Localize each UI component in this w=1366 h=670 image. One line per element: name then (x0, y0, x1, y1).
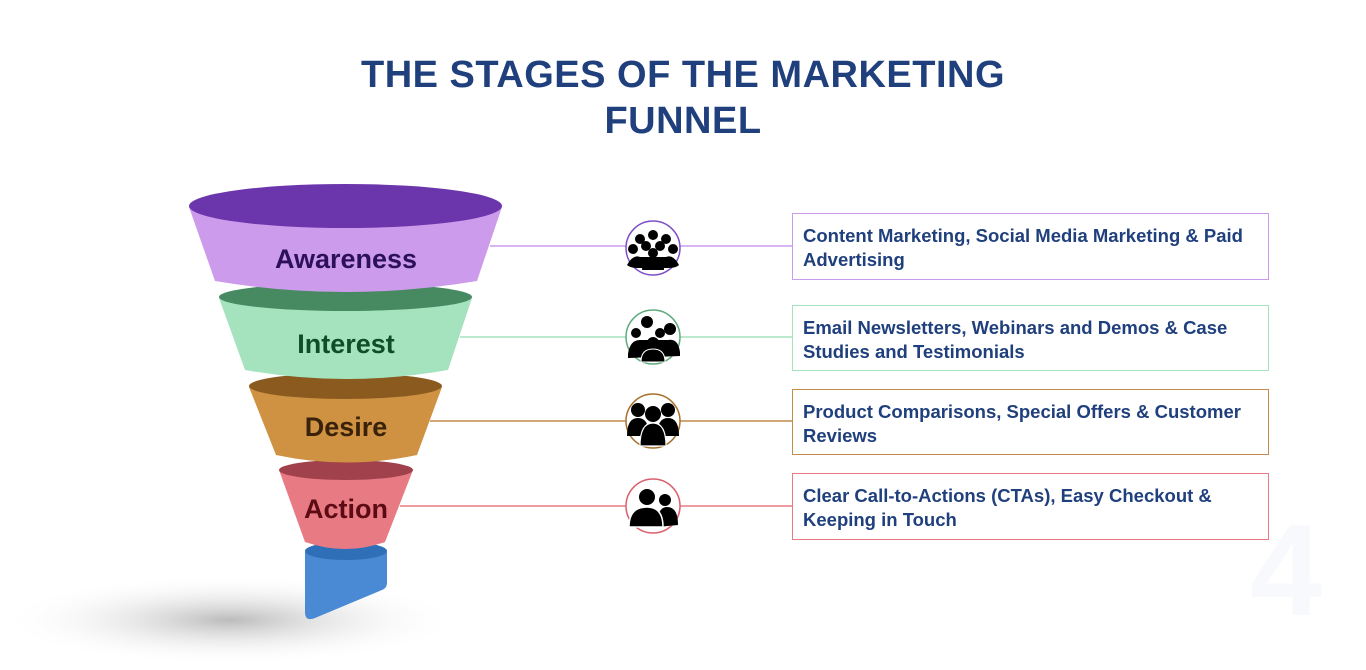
description-box-awareness: Content Marketing, Social Media Marketin… (792, 213, 1269, 280)
crowd-icon (625, 220, 681, 276)
stage-label-awareness: Awareness (275, 244, 417, 274)
stage-label-interest: Interest (297, 329, 395, 359)
funnel-stage-awareness: Awareness (189, 184, 502, 292)
stage-label-action: Action (304, 494, 388, 524)
funnel-stage-action: Action (279, 460, 413, 549)
group-icon (625, 309, 681, 365)
page-title: THE STAGES OF THE MARKETING FUNNEL (0, 52, 1366, 144)
description-box-desire: Product Comparisons, Special Offers & Cu… (792, 389, 1269, 455)
team-icon (625, 393, 681, 449)
watermark: 4 (1250, 497, 1323, 643)
funnel-shadow (0, 575, 460, 665)
title-line-2: FUNNEL (604, 100, 762, 142)
description-box-interest: Email Newsletters, Webinars and Demos & … (792, 305, 1269, 371)
title-line-1: THE STAGES OF THE MARKETING (360, 54, 1006, 96)
funnel-stage-desire: Desire (249, 373, 442, 463)
stage-label-desire: Desire (305, 412, 388, 442)
pair-icon (625, 478, 681, 534)
funnel-stage-interest: Interest (219, 283, 472, 379)
description-box-action: Clear Call-to-Actions (CTAs), Easy Check… (792, 473, 1269, 540)
